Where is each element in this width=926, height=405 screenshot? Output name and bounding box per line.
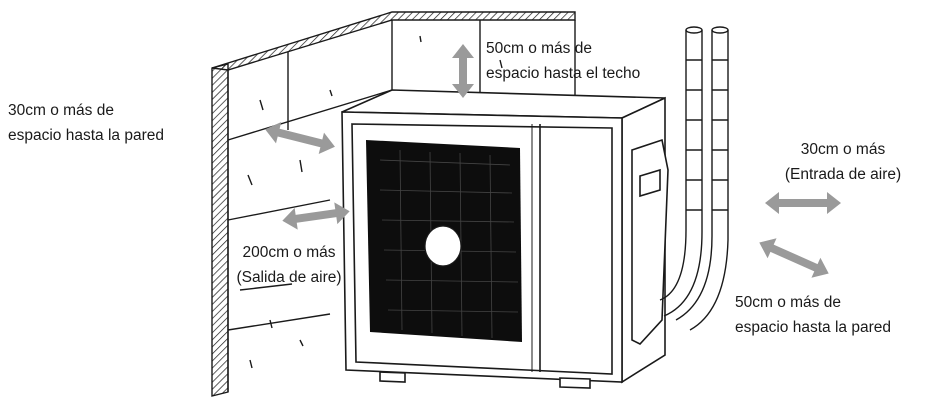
left-wall-clearance-arrow xyxy=(265,122,335,154)
air-outlet-clearance-label: 200cm o más (Salida de aire) xyxy=(224,240,354,290)
fan-hub xyxy=(424,225,462,267)
unit-foot-right xyxy=(559,377,591,389)
service-cover xyxy=(631,138,669,345)
ceiling-clearance-arrow xyxy=(452,44,474,98)
clearance-arrows xyxy=(265,44,841,278)
left-wall-clearance-line-2: espacio hasta la pared xyxy=(8,127,164,144)
left-wall-clearance-label: 30cm o más de espacio hasta la pared xyxy=(8,98,164,148)
fan-grille xyxy=(366,140,522,342)
air-inlet-clearance-line-1: 30cm o más xyxy=(800,141,886,158)
unit-foot-left xyxy=(379,371,406,383)
right-wall-clearance-line-1: 50cm o más de xyxy=(735,294,841,311)
right-wall-clearance-arrow xyxy=(759,238,829,278)
right-wall-clearance-label: 50cm o más de espacio hasta la pared xyxy=(735,290,891,340)
air-inlet-clearance-arrow xyxy=(765,192,841,214)
wall-structure xyxy=(211,11,576,397)
air-inlet-clearance-line-2: (Entrada de aire) xyxy=(784,166,902,183)
ceiling-clearance-line-2: espacio hasta el techo xyxy=(486,65,641,82)
ceiling-clearance-label: 50cm o más de espacio hasta el techo xyxy=(486,36,640,86)
air-outlet-clearance-arrow xyxy=(282,202,350,230)
air-inlet-clearance-label: 30cm o más (Entrada de aire) xyxy=(768,137,918,187)
left-wall-clearance-line-1: 30cm o más de xyxy=(8,102,114,119)
refrigerant-pipes xyxy=(659,26,729,331)
air-outlet-clearance-line-1: 200cm o más xyxy=(242,244,336,261)
air-outlet-clearance-line-2: (Salida de aire) xyxy=(236,269,342,286)
left-wall-hatch xyxy=(211,63,229,397)
right-wall-clearance-line-2: espacio hasta la pared xyxy=(735,319,891,336)
ceiling-clearance-line-1: 50cm o más de xyxy=(486,40,592,57)
